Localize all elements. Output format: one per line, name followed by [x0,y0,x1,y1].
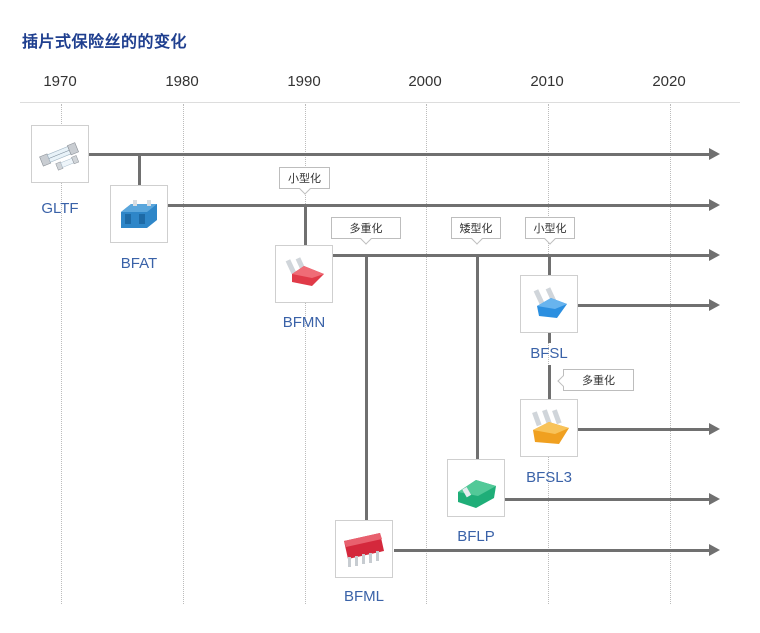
timeline-gltf [88,153,710,156]
timeline-bflp [505,498,710,501]
axis-divider [20,102,740,103]
connector-bfsl-bfsl3-a [548,333,551,343]
arrow-bflp [709,493,720,505]
callout-text: 矮型化 [459,222,493,235]
fuse-label-bflp: BFLP [457,528,495,545]
multi-blade-fuse-icon [532,409,569,444]
mini-blade-fuse-icon [285,257,324,286]
page-title: 插片式保险丝的的变化 [22,32,188,51]
fuse-image-bfml [335,520,393,578]
year-label-1990: 1990 [287,73,321,90]
callout-miniaturize-1990: 小型化 [279,167,330,195]
year-label-2020: 2020 [652,73,686,90]
year-label-2000: 2000 [408,73,442,90]
multi-pin-fuse-icon [344,533,384,567]
callout-text: 多重化 [349,222,383,235]
year-label-2010: 2010 [530,73,564,90]
connector-bfsl-bfsl3-b [548,365,551,400]
arrow-bfml [709,544,720,556]
arrow-bfsl3 [709,423,720,435]
fuse-label-bfsl3: BFSL3 [526,469,572,486]
fuse-label-bfsl: BFSL [530,345,568,362]
timeline-bfsl [578,304,710,307]
callout-pointer [299,183,311,195]
callout-multi-bfsl3: 多重化 [557,369,634,391]
fuse-image-bfmn [275,245,333,303]
glass-fuse-icon [39,142,80,171]
callout-pointer [557,375,569,387]
flat-blade-fuse-icon [458,480,496,508]
guide-2010 [548,104,549,604]
low-profile-blade-fuse-icon [533,287,567,318]
fuse-image-bfsl3 [520,399,578,457]
timeline-bfat [168,204,710,207]
arrow-bfmn [709,249,720,261]
callout-text: 小型化 [288,172,321,185]
callout-pointer [471,233,483,245]
guide-1990 [305,104,306,604]
callout-multi-bfml: 多重化 [331,217,401,245]
connector-bfmn-bfml [365,255,368,521]
guide-1980 [183,104,184,604]
callout-miniaturize-2010: 小型化 [525,217,575,245]
arrow-gltf [709,148,720,160]
fuse-label-gltf: GLTF [41,200,79,217]
fuse-image-bfat [110,185,168,243]
callout-pointer [360,233,372,245]
guide-2020 [670,104,671,604]
guide-2000 [426,104,427,604]
year-label-1970: 1970 [43,73,77,90]
fuse-image-gltf [31,125,89,183]
fuse-label-bfmn: BFMN [282,314,326,331]
callout-low-profile: 矮型化 [451,217,501,245]
fuse-image-bfsl [520,275,578,333]
fuse-image-bflp [447,459,505,517]
connector-bfmn-bflp [476,255,479,460]
year-label-1980: 1980 [165,73,199,90]
fuse-label-bfml: BFML [343,588,384,605]
connector-gltf-bfat [138,154,141,186]
blade-fuse-icon [121,200,157,228]
callout-text: 多重化 [582,374,615,387]
fuse-label-bfat: BFAT [120,255,158,272]
arrow-bfat [709,199,720,211]
timeline-bfsl3 [578,428,710,431]
connector-bfmn-bfsl [548,255,551,276]
callout-pointer [544,233,556,245]
callout-text: 小型化 [533,222,567,235]
arrow-bfsl [709,299,720,311]
guide-1970 [61,104,62,604]
connector-bfat-bfmn [304,205,307,246]
timeline-bfml [394,549,710,552]
timeline-bfmn [333,254,710,257]
